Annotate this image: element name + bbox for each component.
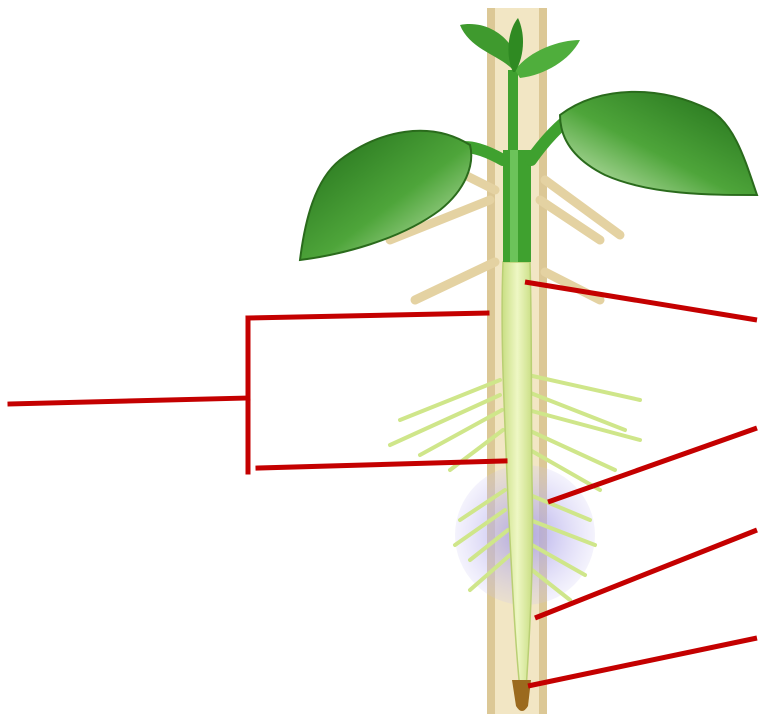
right-leaf [560,92,757,195]
seedling-stem [458,70,570,262]
young-leaves [460,18,580,78]
